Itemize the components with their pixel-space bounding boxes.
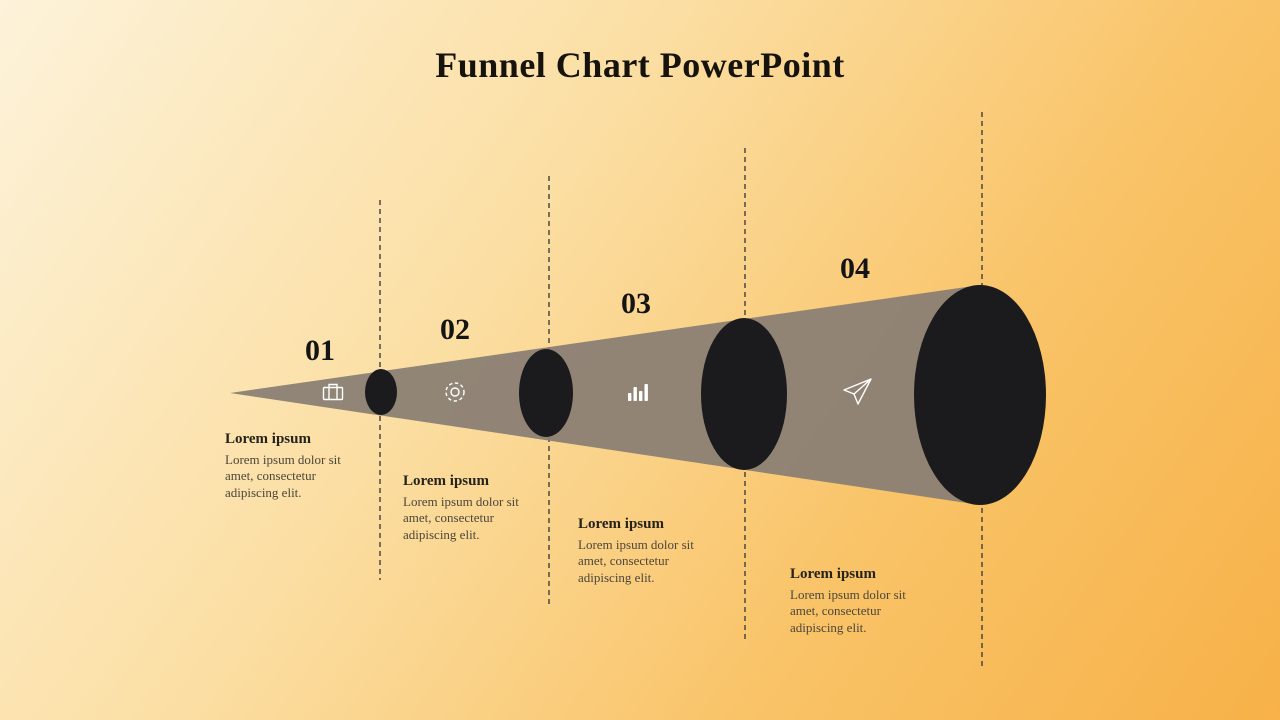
stage-heading-2: Lorem ipsum	[403, 473, 489, 489]
stage-heading-4: Lorem ipsum	[790, 566, 876, 582]
stage-text-1: Lorem ipsum Lorem ipsum dolor sit amet, …	[225, 431, 367, 501]
stage-body-1: Lorem ipsum dolor sit amet, consectetur …	[225, 452, 341, 500]
gear-icon	[442, 379, 468, 405]
stage-body-2: Lorem ipsum dolor sit amet, consectetur …	[403, 494, 519, 542]
stage-number-3: 03	[621, 287, 651, 320]
funnel-cone	[230, 285, 980, 505]
stage-number-4: 04	[840, 252, 870, 285]
stage-body-4: Lorem ipsum dolor sit amet, consectetur …	[790, 587, 906, 635]
stage-ellipse-1	[365, 369, 397, 415]
stage-number-1: 01	[305, 334, 335, 367]
briefcase-icon	[322, 382, 344, 402]
paper-plane-icon	[841, 377, 873, 407]
stage-ellipse-2	[519, 349, 573, 437]
stage-number-2: 02	[440, 313, 470, 346]
bar-chart-icon	[626, 381, 650, 403]
stage-heading-1: Lorem ipsum	[225, 431, 311, 447]
stage-body-3: Lorem ipsum dolor sit amet, consectetur …	[578, 537, 694, 585]
stage-text-3: Lorem ipsum Lorem ipsum dolor sit amet, …	[578, 516, 720, 586]
stage-ellipse-3	[701, 318, 787, 470]
stage-text-2: Lorem ipsum Lorem ipsum dolor sit amet, …	[403, 473, 545, 543]
page-title: Funnel Chart PowerPoint	[435, 45, 845, 85]
stage-text-4: Lorem ipsum Lorem ipsum dolor sit amet, …	[790, 566, 932, 636]
stage-heading-3: Lorem ipsum	[578, 516, 664, 532]
stage-ellipse-4	[914, 285, 1046, 505]
